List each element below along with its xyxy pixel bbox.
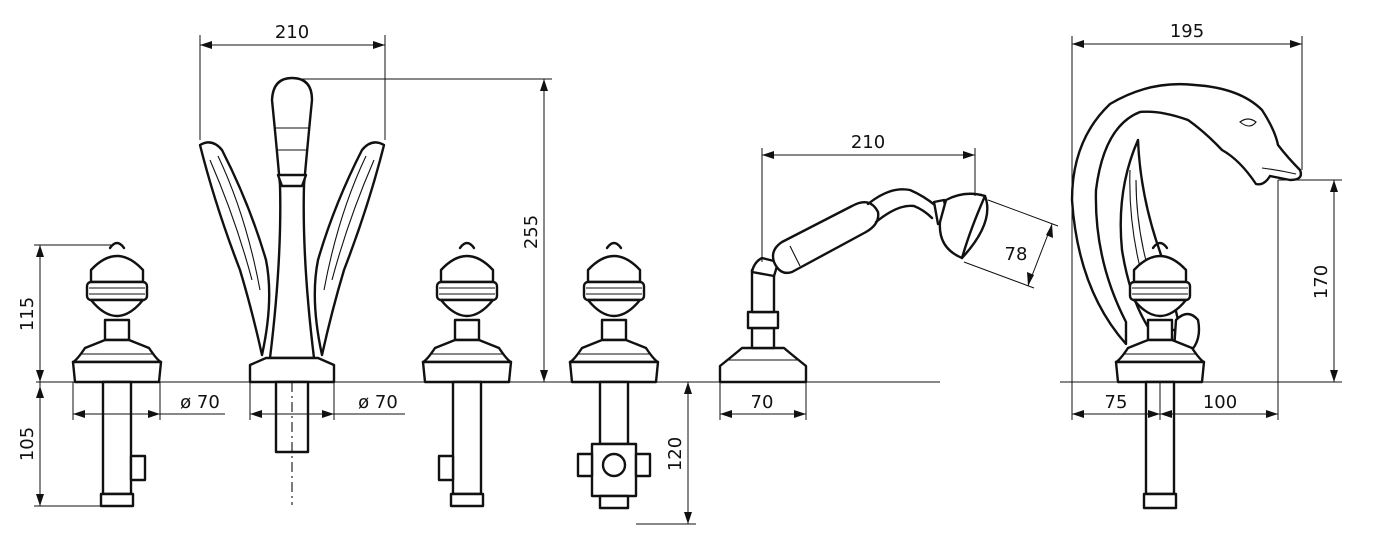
dim-spout-width: 210 xyxy=(275,22,309,43)
dim-diverter-depth: 120 xyxy=(665,437,686,471)
left-handle xyxy=(71,241,163,508)
diverter xyxy=(568,241,660,510)
dim-swan-left-offset: 75 xyxy=(1105,392,1128,413)
hand-shower xyxy=(718,188,989,384)
dim-swan-right-offset: 100 xyxy=(1203,392,1237,413)
dim-shower-head-size: 78 xyxy=(1005,244,1028,265)
swan-faucet xyxy=(1070,82,1303,510)
dim-handle-height: 115 xyxy=(17,297,38,331)
dimension-labels: 210 255 115 105 ø 70 ø 70 120 210 78 70 … xyxy=(17,21,1332,471)
dimension-lines xyxy=(34,35,1342,525)
dim-shower-base-width: 70 xyxy=(751,392,774,413)
dim-swan-height: 170 xyxy=(1311,265,1332,299)
dim-spout-height: 255 xyxy=(521,215,542,249)
dim-spout-diameter: ø 70 xyxy=(358,392,398,413)
dim-handle-depth: 105 xyxy=(17,427,38,461)
dim-swan-width: 195 xyxy=(1170,21,1204,42)
spout-wings xyxy=(198,76,386,454)
dim-hand-shower-length: 210 xyxy=(851,132,885,153)
middle-handle xyxy=(421,241,513,508)
dim-handle-diameter: ø 70 xyxy=(180,392,220,413)
